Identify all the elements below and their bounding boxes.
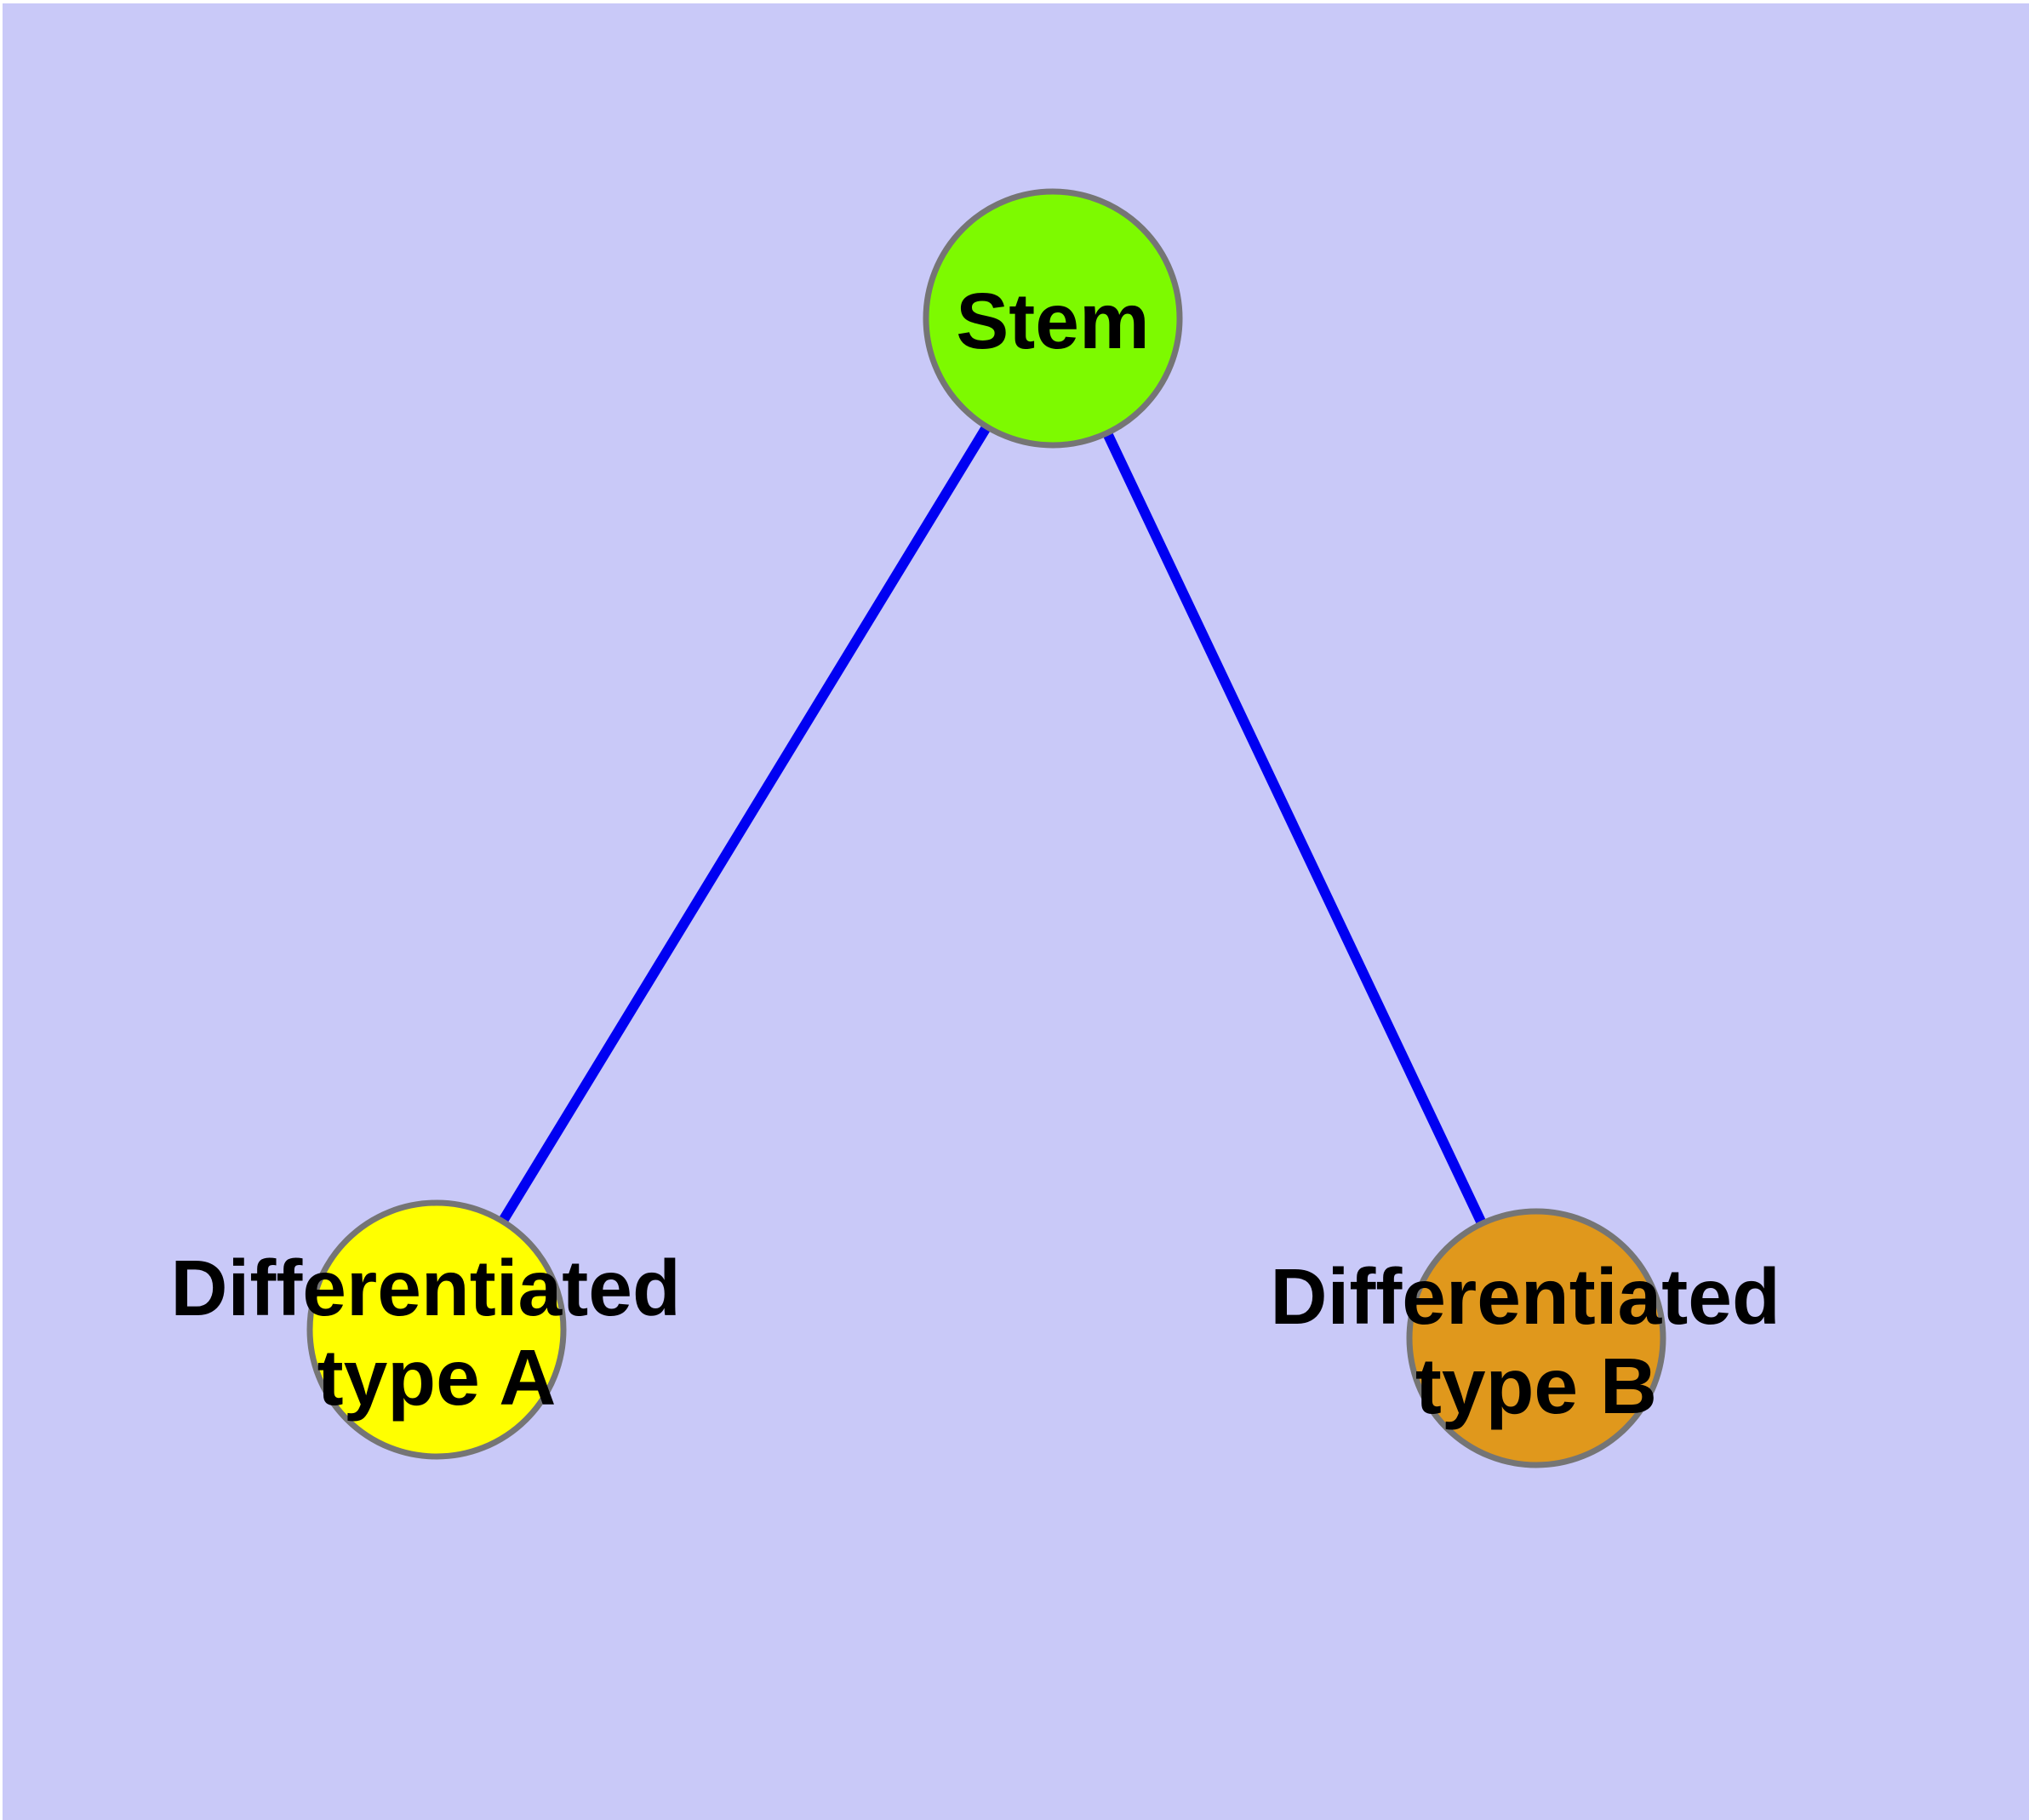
node-differentiated-type-a-label: Differentiated type A bbox=[170, 1244, 702, 1422]
node-differentiated-type-a bbox=[306, 1199, 567, 1460]
node-layer bbox=[306, 188, 1666, 1468]
node-differentiated-type-a-label-line-1: Differentiated bbox=[170, 1244, 680, 1332]
node-stem-label: Stem bbox=[956, 277, 1149, 365]
edge-stem-to-type-a bbox=[432, 315, 1058, 1333]
node-differentiated-type-b bbox=[1406, 1208, 1666, 1468]
node-differentiated-type-a-label-line-2: type A bbox=[317, 1333, 557, 1422]
label-layer: Stem Differentiated type A Differentiate… bbox=[170, 277, 1802, 1430]
edge-layer bbox=[432, 315, 1541, 1341]
node-stem-label-line: Stem bbox=[956, 277, 1149, 365]
node-differentiated-type-b-label-line-1: Differentiated bbox=[1270, 1252, 1780, 1341]
node-differentiated-type-b-label-line-2: type B bbox=[1415, 1342, 1657, 1430]
node-differentiated-type-b-label: Differentiated type B bbox=[1270, 1252, 1802, 1430]
edge-stem-to-type-b bbox=[1048, 316, 1541, 1341]
node-stem bbox=[923, 188, 1183, 449]
